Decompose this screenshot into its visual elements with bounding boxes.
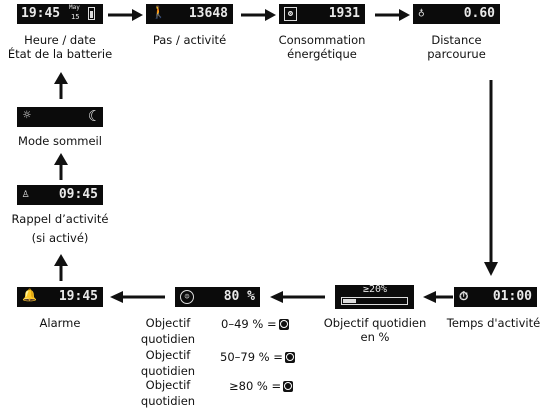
time-caption-line2: État de la batterie — [7, 47, 113, 61]
person-icon: ♙ — [22, 186, 30, 200]
sleep-screen: ☼ ☾ — [17, 107, 103, 127]
reminder-screen: ♙ 09:45 — [17, 185, 103, 205]
reminder-caption: Rappel d’activité (si activé) — [4, 212, 116, 245]
sleep-caption: Mode sommeil — [18, 134, 102, 148]
legend-2-label: Objectif quotidien — [124, 348, 212, 378]
arrow-right-1 — [108, 9, 143, 21]
alarm-screen: 🔔 19:45 — [17, 287, 103, 307]
legend-1-range-text: 0–49 % = — [221, 317, 277, 331]
smiley-happy-icon — [283, 381, 294, 392]
alarm-value: 19:45 — [58, 289, 98, 304]
goal-pct-caption-line1: Objectif quotidien — [323, 316, 427, 330]
energy-caption: Consommation énergétique — [275, 33, 369, 61]
legend-1-label-line2: quotidien — [140, 332, 196, 346]
distance-caption: Distance parcourue — [413, 33, 500, 61]
activity-time-screen: ⏱ 01:00 — [454, 287, 537, 307]
steps-caption: Pas / activité — [152, 33, 227, 47]
alarm-bell-icon: 🔔 — [22, 288, 37, 302]
alarm-caption: Alarme — [39, 316, 81, 330]
goal-pct-caption-line2: en % — [360, 330, 390, 344]
time-caption-line1: Heure / date — [24, 33, 96, 47]
smiley-sad-icon — [278, 319, 289, 330]
goal-bar-screen: ≥20% — [335, 284, 414, 309]
arrow-left-1 — [110, 291, 165, 303]
arrow-left-2 — [270, 291, 325, 303]
legend-2-range-text: 50–79 % = — [220, 350, 283, 364]
date-day: 15 — [71, 13, 80, 21]
arrow-right-2 — [241, 9, 276, 21]
goal-progress-fill — [343, 299, 356, 303]
legend-1-label-line1: Objectif — [145, 316, 191, 330]
steps-value: 13648 — [188, 6, 228, 21]
legend-2-range: 50–79 % = — [220, 350, 295, 364]
legend-3-range: ≥80 % = — [229, 379, 294, 393]
legend-1-range: 0–49 % = — [221, 317, 289, 331]
arrow-up-1 — [54, 72, 68, 99]
legend-3-label-line1: Objectif — [145, 378, 191, 392]
smiley-icon: ☺ — [180, 290, 194, 304]
legend-3-range-text: ≥80 % = — [229, 379, 282, 393]
distance-caption-line2: parcourue — [427, 47, 486, 61]
reminder-caption-line2: (si activé) — [31, 231, 89, 245]
energy-value: 1931 — [328, 6, 360, 21]
legend-2-label-line2: quotidien — [140, 364, 196, 378]
sun-icon: ☼ — [23, 108, 31, 123]
goal-progress-bar — [341, 297, 408, 305]
goal-pct-caption: Objectif quotidien en % — [320, 316, 430, 344]
goal-smiley-value: 80 % — [223, 289, 255, 304]
smiley-neutral-icon — [284, 352, 295, 363]
time-screen: 19:45 May 15 — [17, 4, 103, 24]
arrow-left-3 — [423, 291, 453, 303]
arrow-right-3 — [375, 9, 410, 21]
activity-time-caption: Temps d'activité — [446, 316, 541, 330]
walking-icon: 🚶 — [151, 5, 166, 19]
legend-3-label-line2: quotidien — [140, 394, 196, 408]
arrow-down-long — [484, 80, 498, 276]
legend-3-label: Objectif quotidien — [124, 378, 212, 408]
time-caption: Heure / date État de la batterie — [4, 33, 116, 61]
reminder-value: 09:45 — [58, 187, 98, 202]
stopwatch-icon: ⏱ — [459, 289, 469, 303]
distance-screen: ♁ 0.60 — [413, 4, 500, 24]
activity-time-value: 01:00 — [492, 289, 532, 304]
distance-value: 0.60 — [463, 6, 495, 21]
reminder-caption-line1: Rappel d’activité — [11, 212, 109, 226]
flame-icon: ʘ — [284, 7, 297, 21]
moon-icon: ☾ — [87, 107, 97, 125]
goal-smiley-screen: ☺ 80 % — [175, 287, 260, 307]
legend-2-label-line1: Objectif — [145, 348, 191, 362]
arrow-up-2 — [54, 153, 68, 180]
battery-icon — [88, 7, 95, 20]
arrow-up-3 — [54, 254, 68, 281]
date-month: May — [69, 4, 80, 11]
steps-screen: 🚶 13648 — [146, 4, 233, 24]
location-pin-icon: ♁ — [418, 6, 425, 19]
energy-caption-line2: énergétique — [287, 47, 357, 61]
time-value: 19:45 — [21, 6, 61, 21]
goal-bar-value: ≥20% — [363, 284, 388, 295]
legend-1-label: Objectif quotidien — [124, 316, 212, 346]
energy-caption-line1: Consommation — [278, 33, 366, 47]
distance-caption-line1: Distance — [431, 33, 482, 47]
energy-screen: ʘ 1931 — [279, 4, 365, 24]
